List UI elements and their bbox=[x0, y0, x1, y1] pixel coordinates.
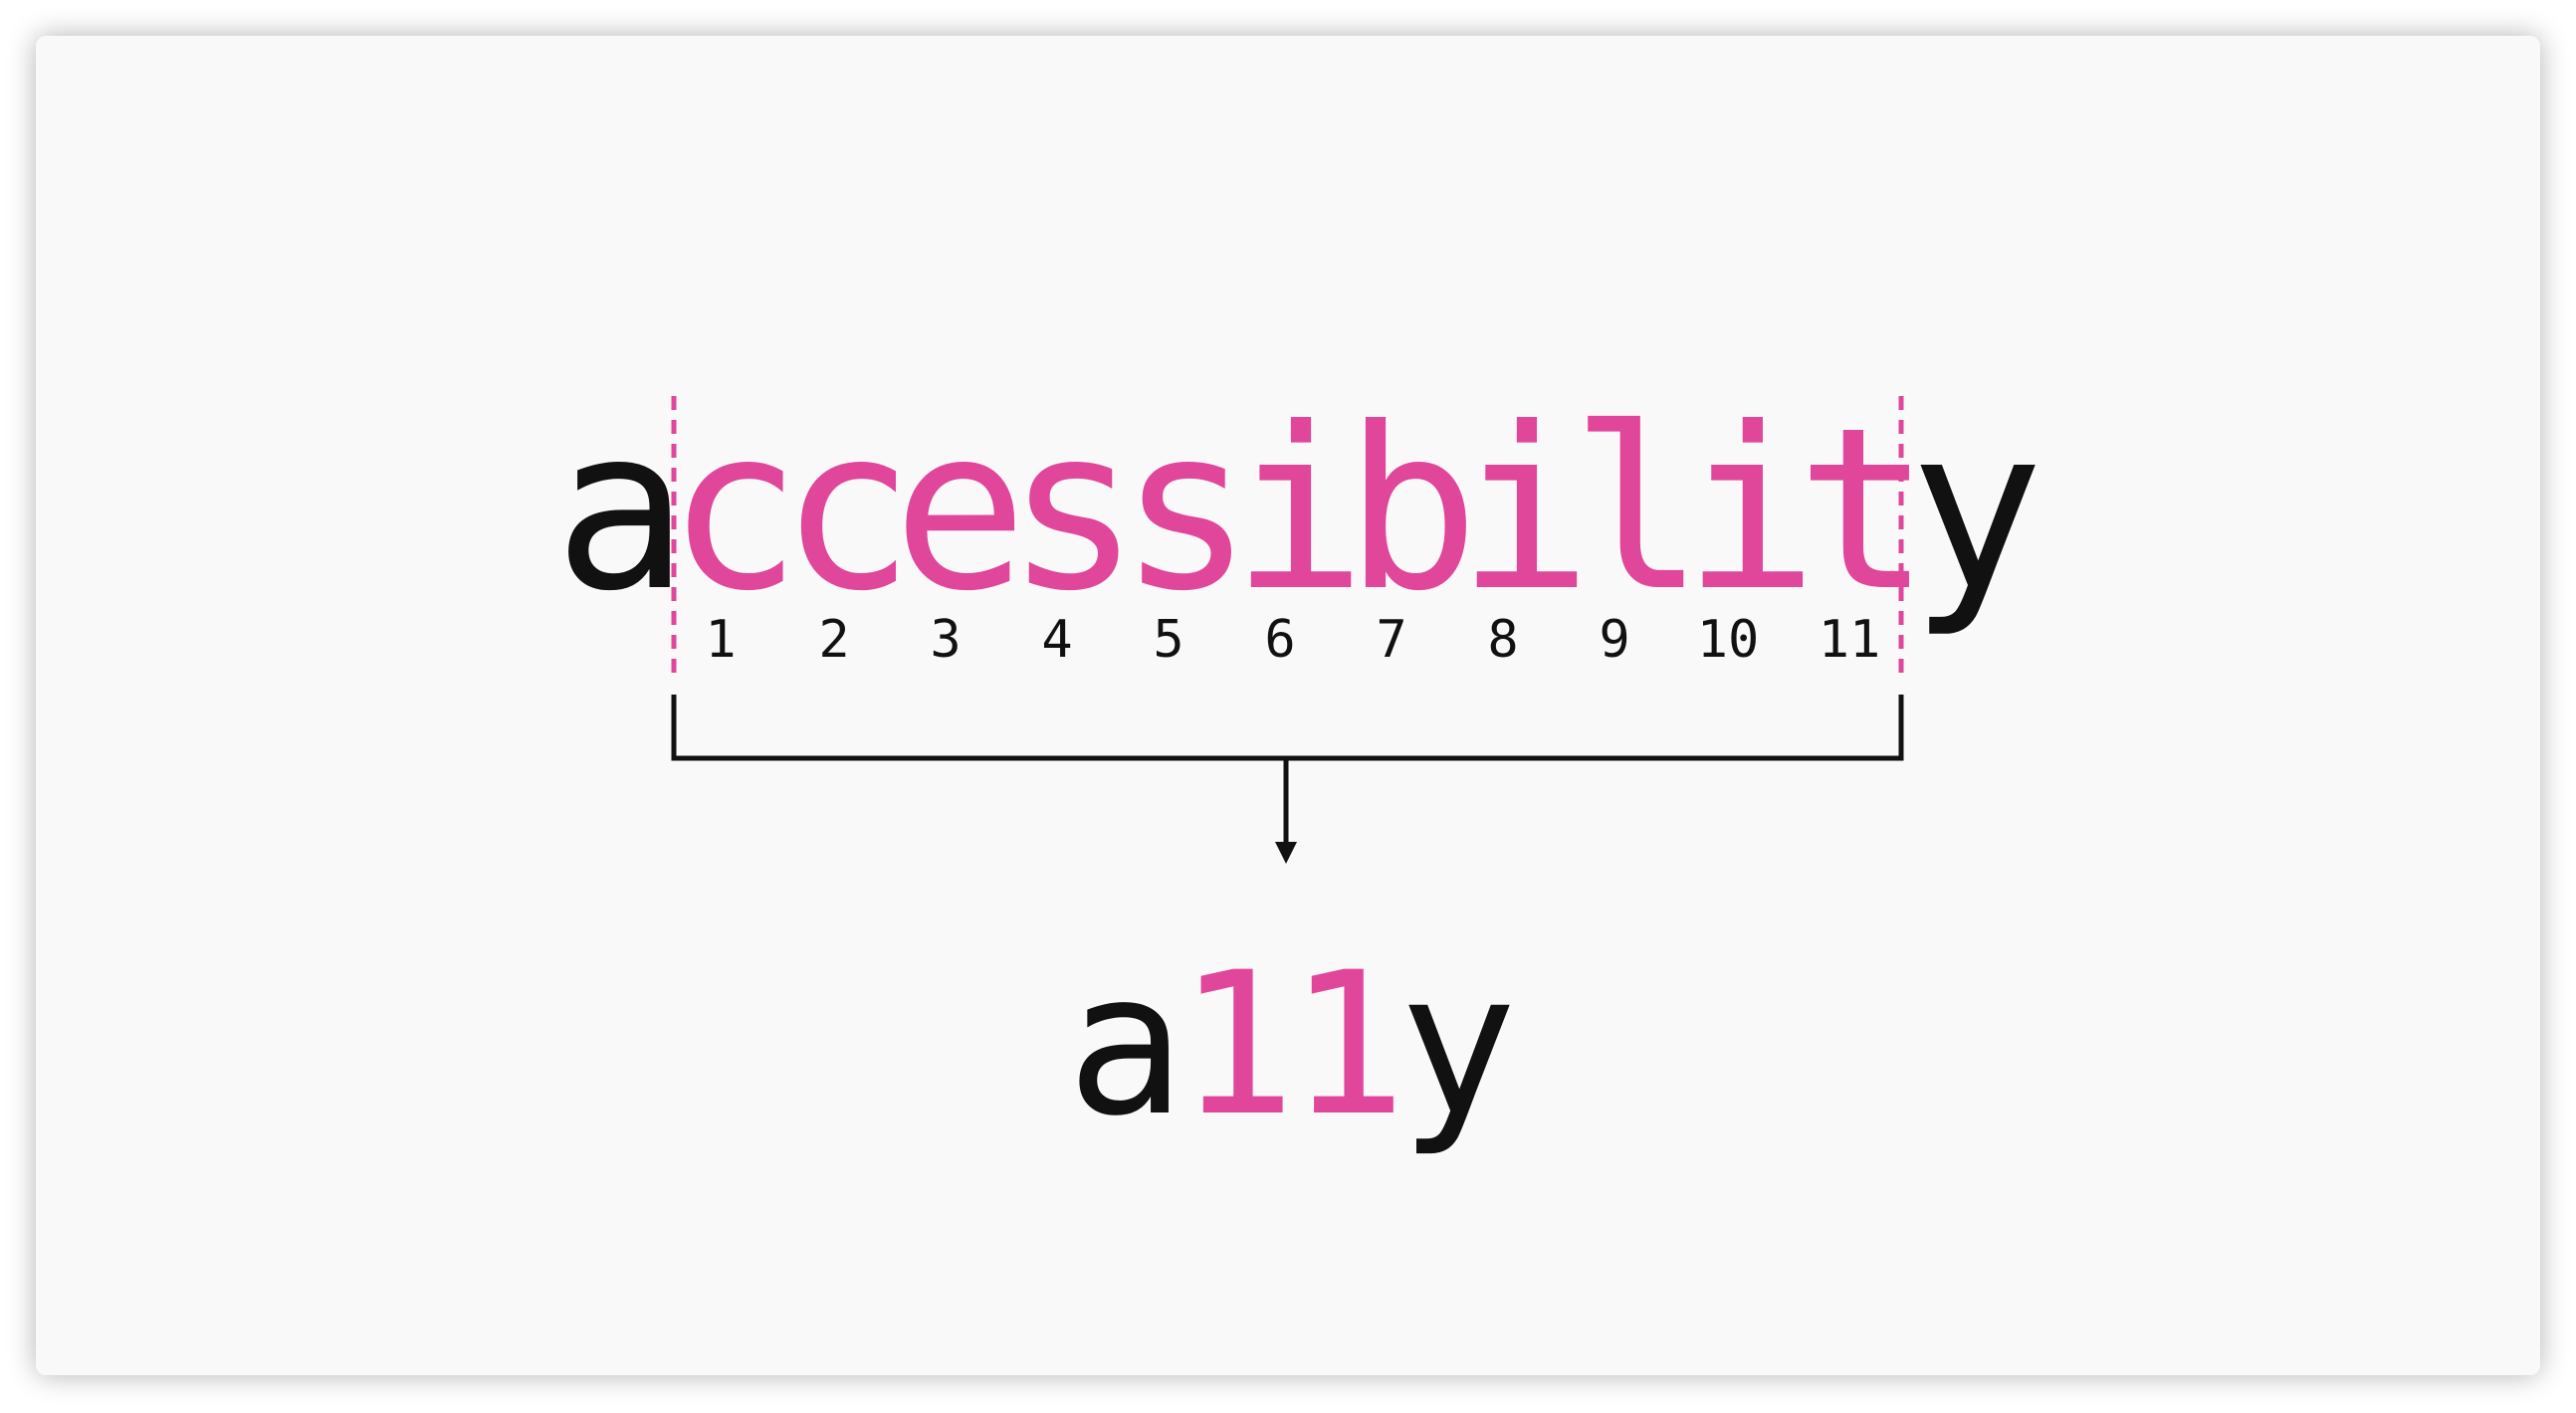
middle-letters: ccessibilit bbox=[666, 380, 1931, 641]
letter-count-6: 6 bbox=[1264, 610, 1296, 670]
down-arrow-icon bbox=[1275, 842, 1297, 864]
abbreviation-last-letter: y bbox=[1398, 929, 1517, 1159]
abbreviation-first-letter: a bbox=[1066, 929, 1185, 1159]
first-letter: a bbox=[553, 380, 689, 641]
letter-count-11: 11 bbox=[1818, 610, 1881, 670]
count-bracket bbox=[671, 695, 1904, 761]
last-letter: y bbox=[1909, 380, 2044, 641]
letter-count-2: 2 bbox=[818, 610, 850, 670]
letter-count-3: 3 bbox=[930, 610, 962, 670]
abbreviation: a11y bbox=[0, 946, 2576, 1143]
abbreviation-count: 11 bbox=[1177, 929, 1406, 1159]
full-word: accessibility bbox=[0, 399, 2576, 623]
letter-count-5: 5 bbox=[1153, 610, 1184, 670]
diagram-card bbox=[36, 36, 2540, 1375]
letter-count-7: 7 bbox=[1376, 610, 1407, 670]
letter-count-8: 8 bbox=[1487, 610, 1519, 670]
letter-count-9: 9 bbox=[1599, 610, 1630, 670]
letter-count-10: 10 bbox=[1696, 610, 1760, 670]
letter-count-1: 1 bbox=[705, 610, 737, 670]
letter-count-4: 4 bbox=[1041, 610, 1073, 670]
